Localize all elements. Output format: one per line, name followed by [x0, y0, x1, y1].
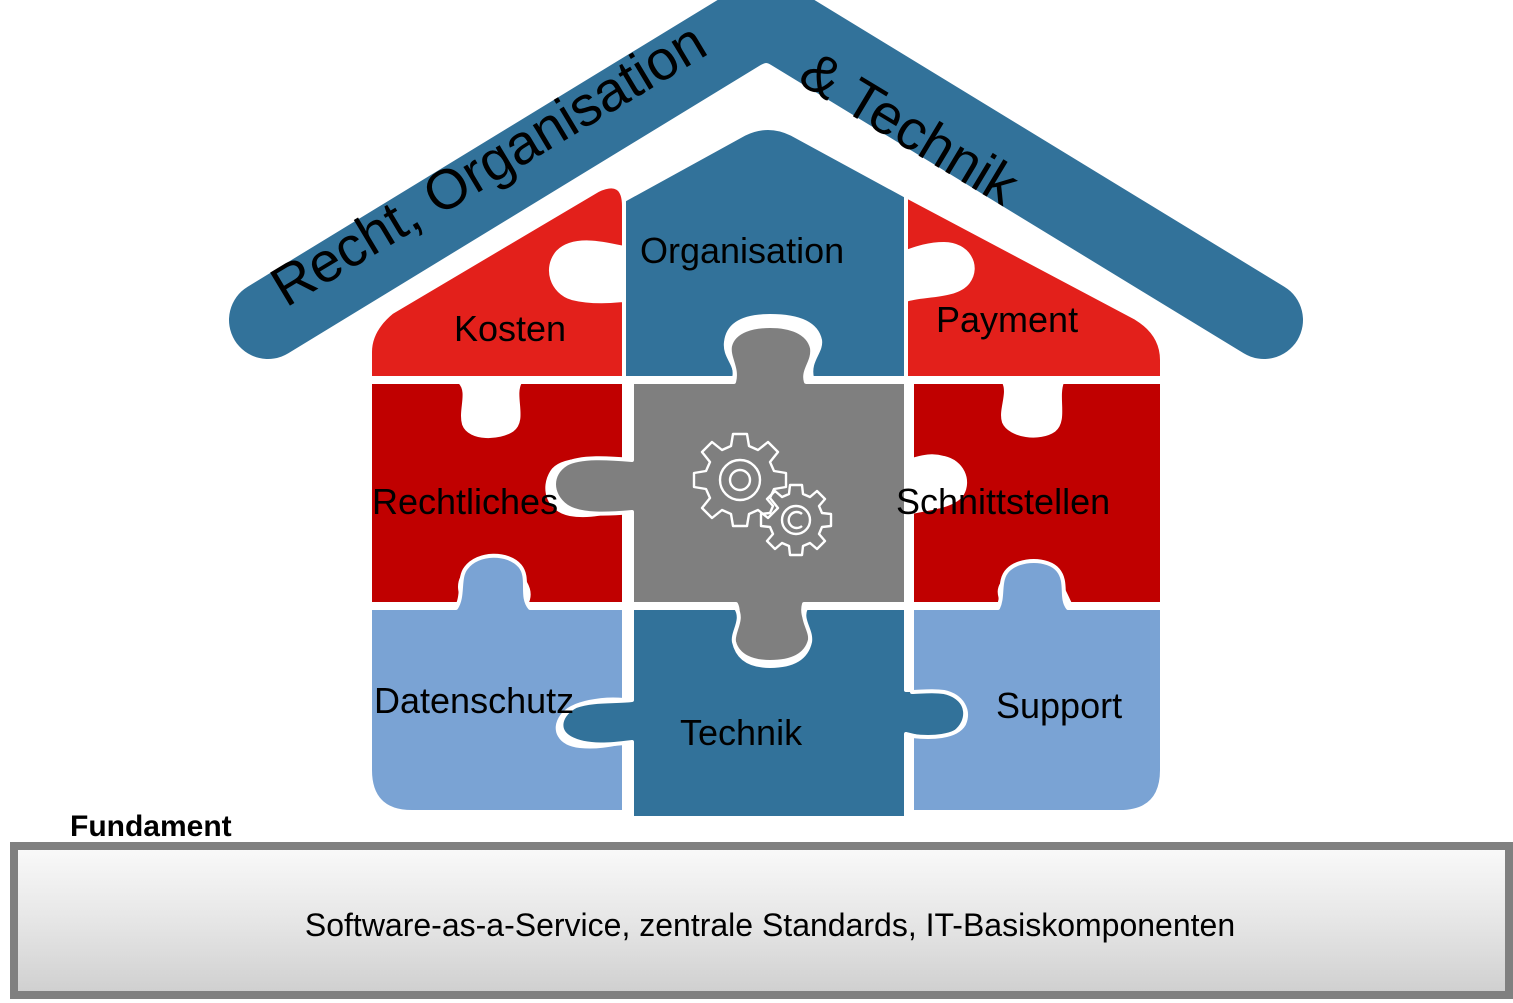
label-organisation: Organisation	[640, 230, 844, 271]
label-kosten: Kosten	[454, 308, 566, 349]
label-schnittstellen: Schnittstellen	[896, 481, 1110, 522]
puzzle-piece-payment	[904, 194, 1164, 380]
label-support: Support	[996, 685, 1122, 726]
label-payment: Payment	[936, 299, 1078, 340]
puzzle-piece-support	[910, 559, 1164, 814]
foundation-text: Software-as-a-Service, zentrale Standard…	[305, 907, 1235, 943]
foundation-bar	[10, 842, 1513, 999]
roof-band	[229, 0, 1303, 359]
puzzle-piece-kosten	[368, 184, 626, 380]
foundation-heading: Fundament	[70, 810, 232, 843]
label-datenschutz: Datenschutz	[374, 680, 574, 721]
puzzle-piece-center	[552, 324, 908, 664]
puzzle-piece-organisation	[622, 126, 908, 380]
gears-icon	[692, 432, 833, 557]
label-rechtliches: Rechtliches	[372, 481, 558, 522]
label-technik: Technik	[680, 712, 803, 753]
